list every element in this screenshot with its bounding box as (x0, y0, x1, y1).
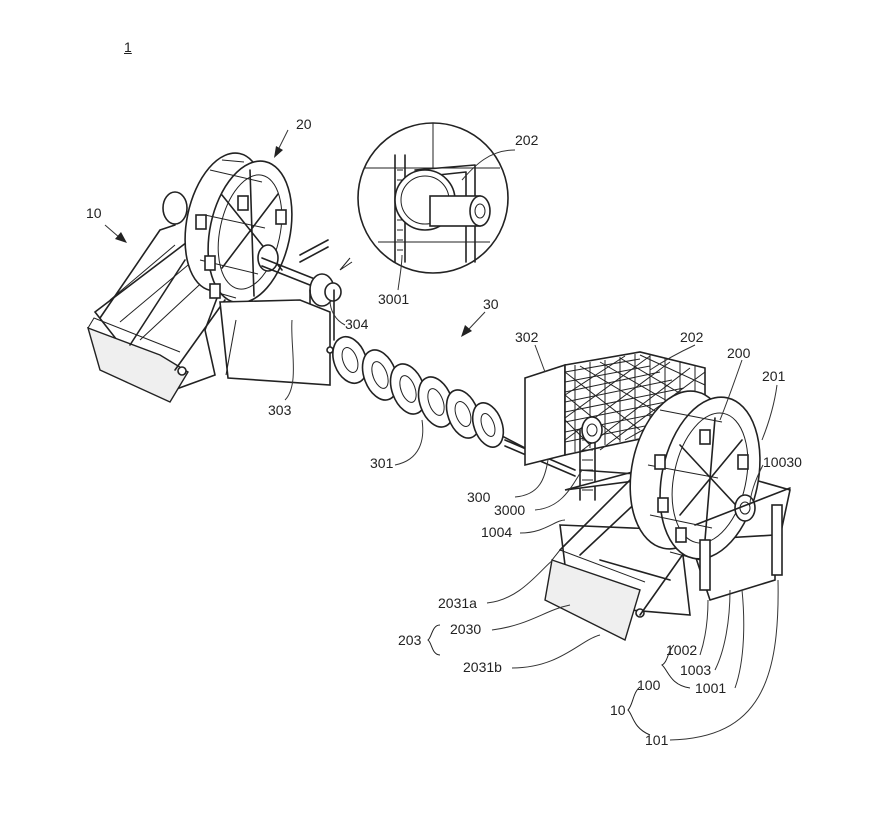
left-paddle-wheel-20 (162, 152, 293, 304)
detail-view-circle (339, 122, 509, 274)
left-unit-10 (86, 152, 342, 403)
label-3001: 3001 (378, 291, 410, 307)
label-302: 302 (515, 329, 539, 345)
label-203: 203 (398, 632, 422, 648)
label-10-left: 10 (86, 205, 102, 221)
label-1003: 1003 (680, 662, 712, 678)
label-200: 200 (727, 345, 751, 361)
label-2031a: 2031a (438, 595, 477, 611)
label-2031b: 2031b (463, 659, 502, 675)
label-101: 101 (645, 732, 669, 748)
label-10-bottom: 10 (610, 702, 626, 718)
label-2030: 2030 (450, 621, 482, 637)
label-304: 304 (345, 316, 369, 332)
label-202-top: 202 (515, 132, 539, 148)
label-201: 201 (762, 368, 786, 384)
label-10030: 10030 (763, 454, 802, 470)
label-300: 300 (467, 489, 491, 505)
label-100: 100 (637, 677, 661, 693)
label-1004: 1004 (481, 524, 513, 540)
mesh-screen (564, 354, 706, 453)
figure-number: 1 (124, 39, 132, 55)
label-202-right: 202 (680, 329, 704, 345)
label-3000: 3000 (494, 502, 526, 518)
reference-arrows (104, 129, 486, 337)
screw-conveyor-30 (332, 335, 576, 477)
right-unit (524, 351, 791, 641)
label-301: 301 (370, 455, 394, 471)
label-30: 30 (483, 296, 499, 312)
label-1001: 1001 (695, 680, 727, 696)
right-paddle-wheel-200 (629, 390, 761, 561)
label-1002: 1002 (666, 642, 698, 658)
label-20: 20 (296, 116, 312, 132)
label-303: 303 (268, 402, 292, 418)
leader-lines (284, 149, 779, 741)
